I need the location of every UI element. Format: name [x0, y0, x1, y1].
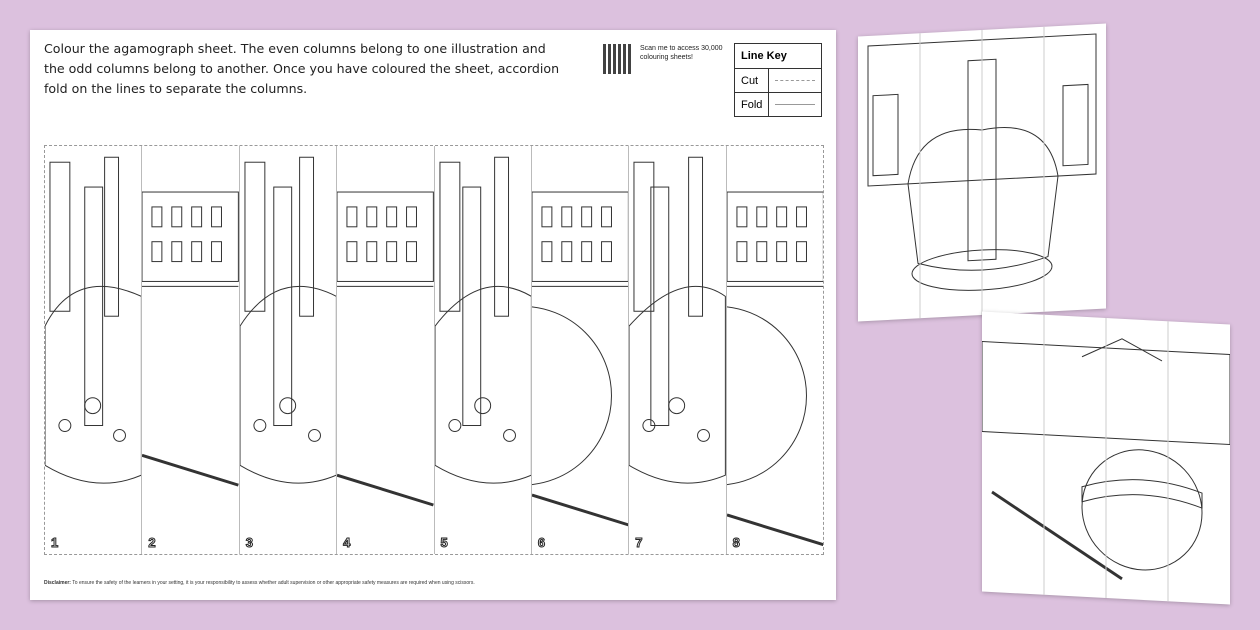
- column-8: 8: [726, 146, 823, 554]
- column-4: 4: [337, 146, 435, 554]
- crown-illustration-strip: [434, 156, 531, 484]
- folded-preview-orb: [982, 311, 1230, 605]
- column-number: 2: [148, 535, 156, 551]
- column-number: 8: [732, 535, 740, 551]
- column-3: 3: [239, 146, 338, 554]
- qr-code: [603, 44, 633, 74]
- palace-illustration-strip: [142, 191, 239, 487]
- palace-illustration-strip: [337, 191, 434, 507]
- column-5: 5: [434, 146, 532, 554]
- column-number: 3: [245, 535, 253, 551]
- column-7: 7: [629, 146, 727, 554]
- palace-illustration-strip: [531, 191, 629, 527]
- column-number: 6: [537, 535, 546, 551]
- line-key: Line Key Cut Fold: [733, 43, 823, 117]
- agamograph-sheet: Colour the agamograph sheet. The even co…: [30, 30, 836, 600]
- crown-illustration-strip: [45, 156, 142, 484]
- folded-preview-crown: [858, 23, 1106, 322]
- disclaimer: Disclaimer: To ensure the safety of the …: [44, 580, 475, 586]
- crown-illustration-strip: [629, 156, 726, 484]
- agamograph-columns: 1 2 3 4 5 6 7 8: [44, 145, 824, 555]
- instructions: Colour the agamograph sheet. The even co…: [44, 41, 560, 96]
- column-number: 4: [343, 535, 351, 551]
- fold-label: Fold: [733, 92, 770, 117]
- palace-illustration-strip: [726, 191, 823, 547]
- cut-label: Cut: [733, 68, 770, 93]
- qr-caption: Scan me to access 30,000 colouring sheet…: [640, 45, 723, 61]
- column-6: 6: [531, 146, 630, 554]
- crown-illustration-strip: [239, 156, 337, 484]
- line-key-title: Line Key: [733, 43, 823, 69]
- column-2: 2: [142, 146, 240, 554]
- column-number: 7: [635, 535, 643, 551]
- column-1: 1: [45, 146, 143, 554]
- column-number: 1: [50, 535, 59, 551]
- column-number: 5: [440, 535, 448, 551]
